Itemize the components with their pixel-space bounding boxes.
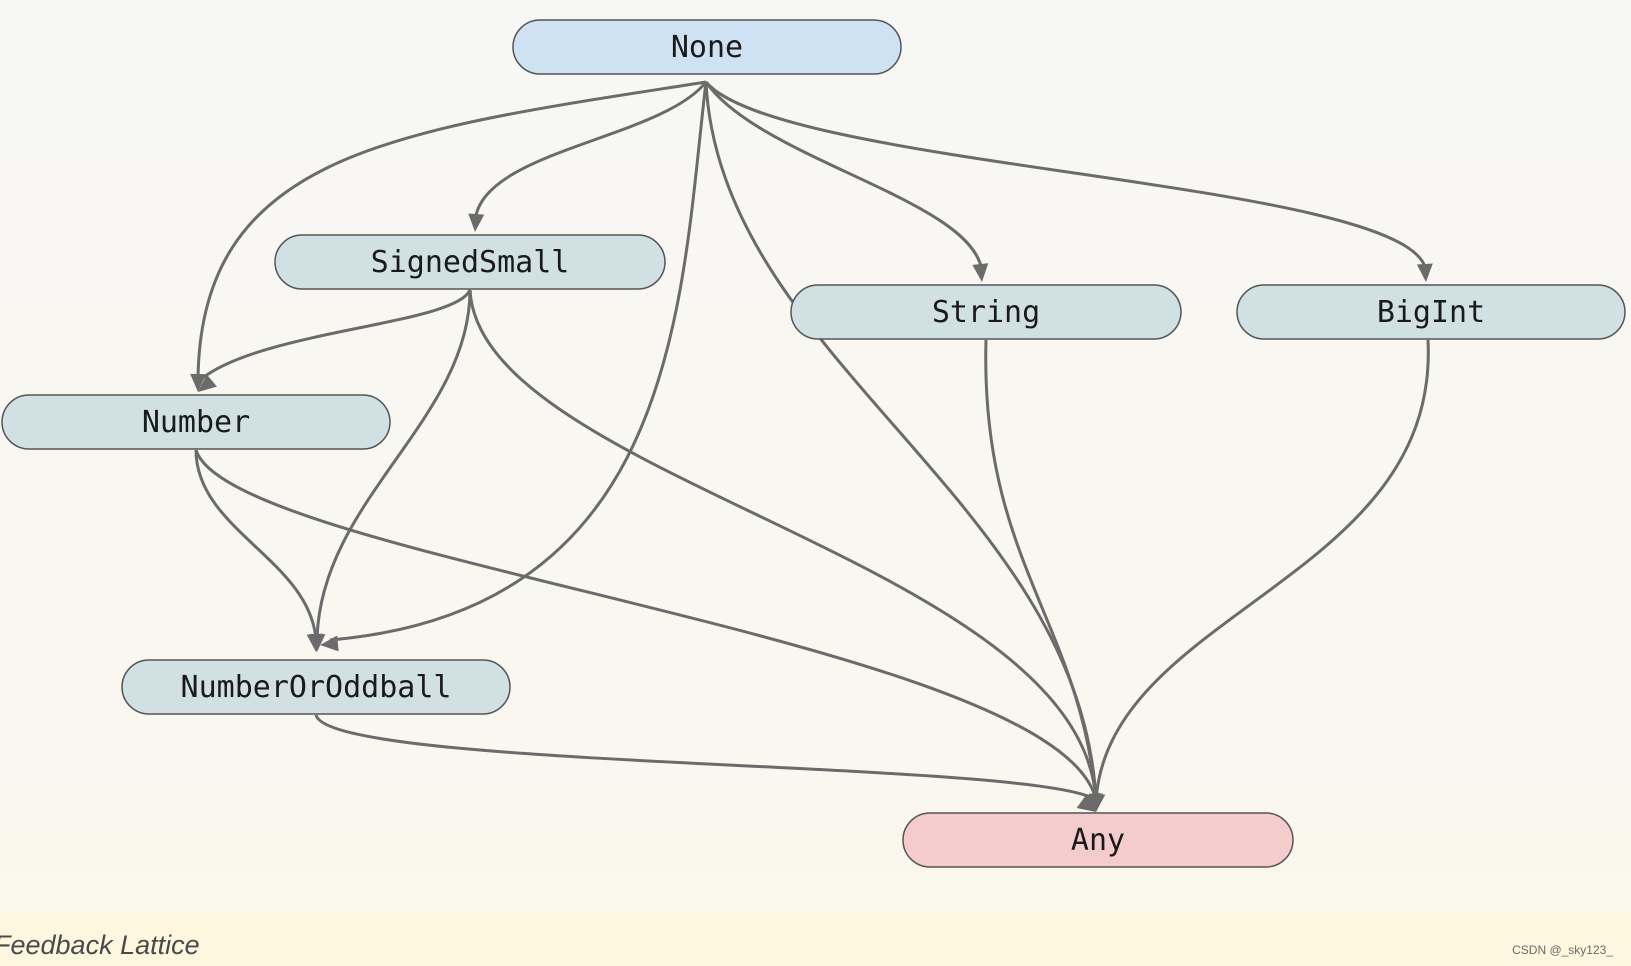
edge-none-string xyxy=(704,81,984,273)
node-label-bigint: BigInt xyxy=(1377,295,1485,330)
edge-string-any xyxy=(984,339,1098,801)
arrowhead-none-signedsmall xyxy=(468,213,485,232)
node-any: Any xyxy=(902,812,1294,868)
node-shape-string xyxy=(790,284,1182,340)
edge-none-bigint xyxy=(704,81,1428,273)
watermark: CSDN @_sky123_ xyxy=(1512,943,1613,957)
node-label-number: Number xyxy=(142,405,250,440)
edge-none-numberoroddball xyxy=(329,81,708,642)
edge-signedsmall-numberoroddball xyxy=(315,289,472,641)
node-shape-numberoroddball xyxy=(121,659,511,715)
node-label-string: String xyxy=(932,295,1040,330)
caption-bar xyxy=(0,912,1631,966)
node-signedsmall: SignedSmall xyxy=(274,234,666,290)
arrowhead-numberoroddball-any xyxy=(1076,795,1096,812)
edge-bigint-any xyxy=(1094,339,1430,801)
node-numberoroddball: NumberOrOddball xyxy=(121,659,511,715)
edge-number-any xyxy=(194,449,1098,801)
edge-none-signedsmall xyxy=(473,81,708,223)
edge-number-numberoroddball xyxy=(194,449,318,641)
node-none: None xyxy=(512,19,902,75)
node-shape-none xyxy=(512,19,902,75)
node-string: String xyxy=(790,284,1182,340)
node-label-signedsmall: SignedSmall xyxy=(371,245,570,280)
edge-signedsmall-number xyxy=(199,289,472,382)
edges-layer xyxy=(190,80,1433,812)
node-label-numberoroddball: NumberOrOddball xyxy=(181,670,452,705)
node-shape-any xyxy=(902,812,1294,868)
edge-none-number xyxy=(196,80,707,381)
arrowhead-none-bigint xyxy=(1416,263,1433,282)
edge-none-any xyxy=(704,81,1098,801)
node-shape-signedsmall xyxy=(274,234,666,290)
node-label-none: None xyxy=(671,30,743,65)
node-shape-bigint xyxy=(1236,284,1626,340)
edge-signedsmall-any xyxy=(468,289,1098,801)
edge-numberoroddball-any xyxy=(314,714,1097,802)
arrowhead-number-numberoroddball xyxy=(306,633,323,652)
node-label-any: Any xyxy=(1071,823,1125,858)
node-bigint: BigInt xyxy=(1236,284,1626,340)
node-shape-number xyxy=(1,394,391,450)
node-number: Number xyxy=(1,394,391,450)
arrowhead-none-string xyxy=(972,263,989,282)
figure-caption: Feedback Lattice xyxy=(0,930,200,960)
arrowhead-signedsmall-number xyxy=(198,374,217,392)
arrowhead-none-numberoroddball xyxy=(320,635,339,652)
